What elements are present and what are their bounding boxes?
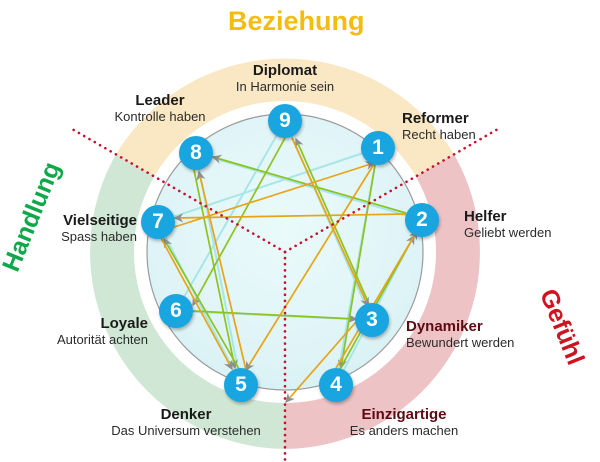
type-name: Diplomat: [252, 62, 318, 79]
type-name: Denker: [160, 406, 212, 423]
type-node-7[interactable]: 7: [141, 205, 175, 239]
arrow-7-to-1: [164, 161, 376, 231]
type-name: Dynamiker: [406, 318, 483, 335]
type-node-9[interactable]: 9: [268, 104, 302, 138]
type-node-6[interactable]: 6: [159, 294, 193, 328]
type-name: Loyale: [100, 315, 148, 332]
arrow-1-to-4b: [245, 163, 375, 372]
type-node-4[interactable]: 4: [319, 368, 353, 402]
type-motto: Geliebt werden: [464, 225, 552, 240]
arrow-2-to-8: [211, 154, 407, 214]
arrow-4-to-2b: [335, 229, 418, 369]
divider-top-left: [70, 127, 287, 254]
type-node-1[interactable]: 1: [361, 131, 395, 165]
arrow-7-to-5: [160, 237, 233, 371]
type-node-number: 5: [235, 373, 247, 396]
type-node-number: 6: [170, 299, 182, 322]
type-node-number: 1: [372, 136, 384, 159]
type-node-3[interactable]: 3: [355, 303, 389, 337]
domain-dividers: [70, 127, 500, 462]
band-relationship: [115, 58, 455, 184]
type-node-number: 9: [279, 109, 291, 132]
type-node-number: 2: [416, 208, 428, 231]
arrow-3-to-6b: [285, 321, 357, 404]
type-name: Leader: [135, 92, 185, 109]
type-motto: Bewundert werden: [406, 335, 515, 350]
type-motto: Das Universum verstehen: [111, 423, 261, 438]
arrow-1-to-4: [337, 164, 376, 370]
type-name: Einzigartige: [361, 406, 447, 423]
type-motto: Recht haben: [402, 127, 476, 142]
arrow-5-to-8: [196, 170, 247, 371]
type-node-5[interactable]: 5: [224, 368, 258, 402]
type-node-number: 4: [330, 373, 342, 396]
arrow-9-to-3b: [291, 137, 369, 308]
arrow-2-to-7: [173, 213, 407, 223]
type-motto: Autorität achten: [56, 332, 148, 347]
type-node-number: 7: [152, 210, 164, 233]
divider-top-right: [283, 127, 500, 254]
arrow-9-to-6: [192, 137, 286, 307]
type-node-number: 3: [366, 308, 378, 331]
arrow-5-to-7: [163, 237, 240, 370]
type-node-number: 8: [190, 141, 202, 164]
type-motto: Es anders machen: [349, 423, 459, 438]
type-node-8[interactable]: 8: [179, 136, 213, 170]
type-name: Vielseitige: [63, 212, 137, 229]
domain-label-beziehung: Beziehung: [228, 6, 365, 36]
type-motto: Kontrolle haben: [114, 109, 206, 124]
type-motto: In Harmonie sein: [235, 79, 335, 94]
type-node-2[interactable]: 2: [405, 203, 439, 237]
arrow-6-to-3: [192, 310, 358, 324]
type-name: Reformer: [402, 110, 469, 127]
type-name: Helfer: [464, 208, 507, 225]
type-motto: Spass haben: [61, 229, 137, 244]
orange-arrows: [160, 137, 418, 404]
